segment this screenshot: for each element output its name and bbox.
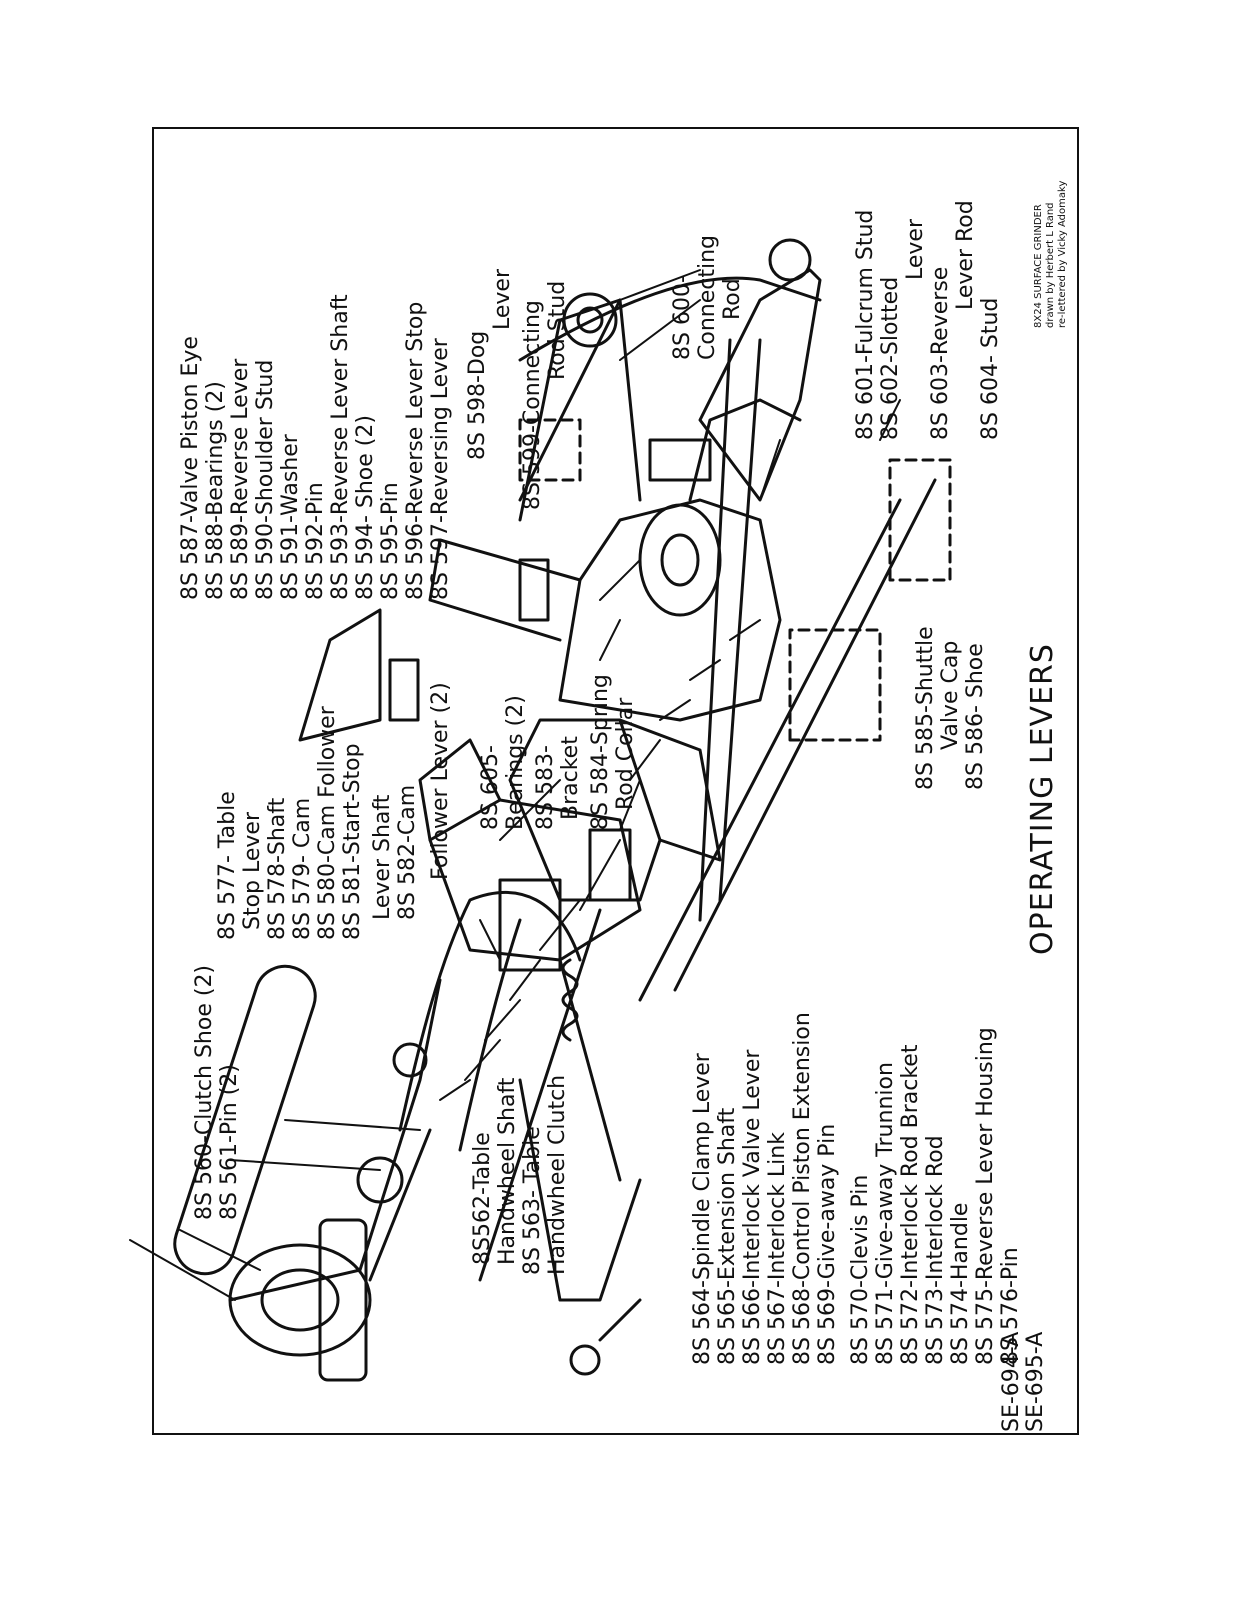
credit-line: 8X24 SURFACE GRINDER [1033, 204, 1044, 328]
part-label: 8S 578-Shaft [265, 797, 290, 940]
part-label: 8S 587-Valve Piston Eye [178, 336, 203, 600]
part-label: 8S 569-Give-away Pin [815, 1123, 840, 1365]
part-label: 8S 572-Interlock Rod Bracket [898, 1044, 923, 1365]
part-label: 8S 573-Interlock Rod [923, 1135, 948, 1365]
part-label: 8S 597-Reversing Lever [428, 338, 453, 600]
reverse-lever-housing-shape [558, 498, 782, 722]
part-label: 8S 584-Spring [588, 674, 613, 830]
part-label: 8S 566-Interlock Valve Lever [740, 1049, 765, 1365]
handle-knob-shape [569, 1344, 601, 1376]
table-stop-lever-shape [398, 891, 582, 1132]
part-label: 8S 600- [670, 275, 695, 360]
part-label: 8S 599-Connecting [520, 300, 545, 510]
part-label: Bracket [558, 736, 583, 820]
part-label: Rod Collar [613, 697, 638, 810]
connecting-rod-shape [518, 276, 822, 362]
part-label: 8S 594- Shoe (2) [353, 415, 378, 600]
part-label: Lever Rod [953, 200, 978, 310]
spring-shape [561, 958, 579, 1042]
part-label: 8S 570-Clevis Pin [848, 1174, 873, 1365]
part-label: 8S 560-Clutch Shoe (2) [192, 964, 217, 1220]
part-label: Rod [720, 278, 745, 320]
part-label: 8S562-Table [470, 1132, 495, 1265]
part-label: 8S 601-Fulcrum Stud [853, 209, 878, 440]
part-label: 8S 583- [533, 745, 558, 830]
part-label: 8S 598-Dog [465, 330, 490, 460]
part-label: Rod Stud [545, 280, 570, 380]
part-label: Bearings (2) [503, 695, 528, 830]
drawing-border [152, 127, 1079, 1435]
part-label: 8S 577- Table [215, 791, 240, 940]
handwheel-shaft-shape [173, 964, 317, 1276]
fulcrum-stud-shape [648, 438, 712, 482]
part-label: 8S 567-Interlock Link [765, 1132, 790, 1365]
part-label: 8S 596-Reverse Lever Stop [403, 301, 428, 600]
credit-line: drawn by Herbert L Rand [1045, 202, 1056, 328]
part-label: 8S 576-Pin [998, 1247, 1023, 1365]
part-label: Handwheel Clutch [545, 1074, 570, 1275]
part-label: Handwheel Shaft [495, 1077, 520, 1265]
part-label: 8S 592-Pin [303, 482, 328, 600]
part-label: 8S 591-Washer [278, 434, 303, 600]
clutch-shaft-shape [318, 1218, 368, 1382]
part-label: 8S 580-Cam Follower [315, 706, 340, 940]
credit-line: re-lettered by Vicky Adomaky [1057, 180, 1068, 328]
dog-lever-shape [518, 298, 642, 522]
part-label: Lever [903, 218, 928, 280]
valve-piston-eye-shape [298, 608, 382, 742]
extension-shaft-shape [558, 1178, 642, 1302]
part-label: 8S 590-Shoulder Stud [253, 359, 278, 600]
part-label: 8S 563- Table [520, 1126, 545, 1275]
part-label: 8S 588-Bearings (2) [203, 381, 228, 600]
part-label: 8S 581-Start-Stop [340, 743, 365, 940]
clutch-shoe-shape [228, 1243, 372, 1357]
part-label: Stop Lever [240, 811, 265, 930]
part-label: 8S 579- Cam [290, 797, 315, 940]
part-label: Lever Shaft [370, 794, 395, 920]
part-label: 8S 585-Shuttle [913, 626, 938, 790]
part-label: Follower Lever (2) [428, 682, 453, 880]
part-label: 8S 602-Slotted [878, 276, 903, 440]
shuttle-valve-cap-shape [788, 628, 882, 742]
part-label: 8S 564-Spindle Clamp Lever [690, 1053, 715, 1365]
interlock-rod-shape [638, 498, 902, 1002]
slotted-lever-shape [698, 268, 822, 502]
part-label: 8S 575-Reverse Lever Housing [973, 1027, 998, 1365]
part-label: 8S 604- Stud [978, 297, 1003, 440]
part-label: 8S 586- Shoe [963, 643, 988, 790]
part-label: 8S 565-Extension Shaft [715, 1107, 740, 1365]
drawing-number: SE-695-A [1023, 1331, 1048, 1432]
drawing-title: OPERATING LEVERS [1025, 643, 1060, 955]
part-label: 8S 561-Pin (2) [217, 1064, 242, 1220]
part-label: Connecting [695, 235, 720, 360]
part-label: 8S 574-Handle [948, 1202, 973, 1365]
part-label: 8S 595-Pin [378, 482, 403, 600]
part-label: 8S 582-Cam [395, 784, 420, 920]
part-label: 8S 571-Give-away Trunnion [873, 1062, 898, 1365]
part-label: 8S 593-Reverse Lever Shaft [328, 294, 353, 600]
part-label: 8S 603-Reverse [928, 266, 953, 440]
part-label: 8S 568-Control Piston Extension [790, 1012, 815, 1365]
part-label: 8S 605- [478, 745, 503, 830]
part-label: 8S 589-Reverse Lever [228, 358, 253, 600]
part-label: Lever [490, 268, 515, 330]
part-label: Valve Cap [938, 640, 963, 750]
